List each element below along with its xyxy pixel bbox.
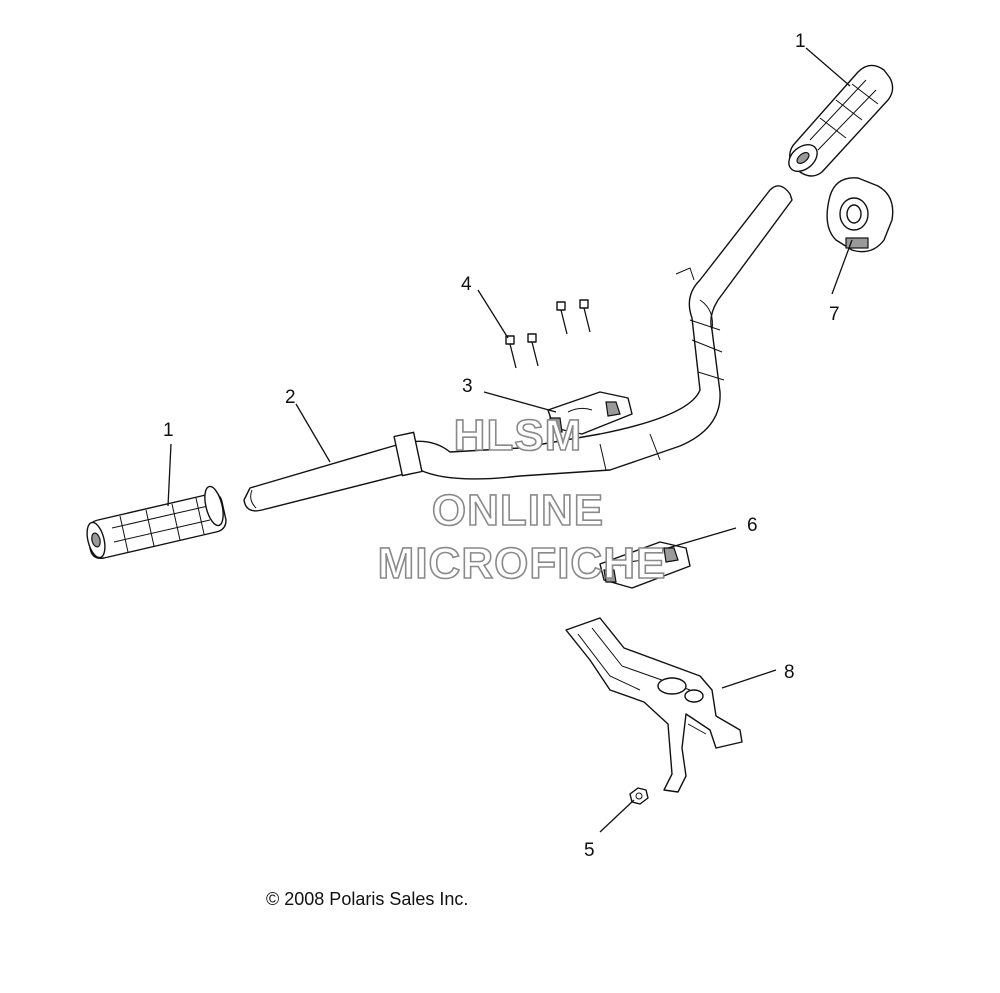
bracket[interactable]: [565, 617, 743, 793]
callout-nut: 5: [584, 840, 595, 861]
bolts[interactable]: [505, 299, 591, 369]
callout-lower-clamp: 6: [747, 515, 758, 536]
copyright-notice: © 2008 Polaris Sales Inc.: [266, 889, 468, 909]
callout-numbers: 1 1 2 4 3 6 7 8 5: [163, 31, 840, 861]
upper-clamp[interactable]: [547, 391, 633, 435]
throttle-housing[interactable]: [826, 177, 894, 253]
callout-bracket: 8: [784, 662, 795, 683]
callout-grip-right: 1: [795, 31, 806, 52]
watermark: HLSM ONLINE MICROFICHE: [377, 410, 667, 589]
handlebar[interactable]: [243, 185, 793, 512]
callout-upper-clamp: 3: [462, 376, 473, 397]
callout-bolts: 4: [461, 274, 472, 295]
callout-throttle-housing: 7: [829, 304, 840, 325]
lower-clamp[interactable]: [599, 541, 691, 589]
grip-left[interactable]: [84, 485, 227, 560]
callout-handlebar: 2: [285, 387, 296, 408]
watermark-line-1: HLSM: [454, 411, 583, 460]
watermark-line-2: ONLINE: [432, 486, 604, 535]
watermark-line-3: MICROFICHE: [378, 539, 667, 588]
grip-right[interactable]: [784, 64, 894, 177]
leader-lines: [167, 47, 853, 833]
callout-grip-left: 1: [163, 420, 174, 441]
